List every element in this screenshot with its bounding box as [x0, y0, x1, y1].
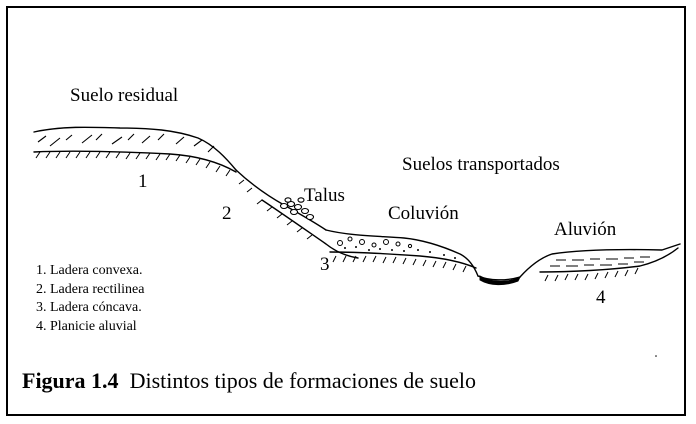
coluvion-base [329, 251, 477, 269]
zone-number-1: 1 [138, 171, 148, 192]
legend: 1. Ladera convexa. 2. Ladera rectilinea … [36, 262, 144, 336]
river-sediment [479, 275, 522, 286]
label-suelos-transportados: Suelos transportados [402, 154, 560, 175]
residual-texture [37, 133, 215, 153]
hatching-residual [35, 151, 231, 177]
legend-item: 4. Planicie aluvial [36, 318, 137, 334]
coluvion-gravel [337, 236, 413, 249]
residual-surface [33, 126, 237, 171]
legend-item: 3. Ladera cóncava. [36, 300, 142, 315]
coluvion-surface [325, 229, 479, 277]
label-talus: Talus [304, 185, 345, 206]
talus-base [261, 199, 359, 259]
zone-number-2: 2 [222, 203, 232, 224]
figure-frame [6, 6, 686, 416]
zone-number-3: 3 [320, 254, 330, 275]
label-aluvion: Aluvión [554, 219, 617, 240]
stray-dot [655, 355, 657, 357]
zone-number-4: 4 [596, 287, 606, 308]
label-coluvion: Coluvión [388, 203, 459, 224]
alluvion-base [539, 247, 679, 273]
caption-prefix: Figura 1.4 [22, 368, 119, 393]
legend-item: 1. Ladera convexa. [36, 263, 143, 278]
caption-text: Distintos tipos de formaciones de suelo [129, 368, 477, 393]
hatching-coluvion [332, 255, 467, 273]
residual-base [33, 150, 237, 173]
figure-caption: Figura 1.4 Distintos tipos de formacione… [22, 368, 476, 394]
label-suelo-residual: Suelo residual [70, 85, 179, 106]
hatching-slope [238, 179, 313, 240]
alluvion-layers [550, 256, 650, 267]
talus-blocks [279, 197, 315, 221]
legend-item: 2. Ladera rectilinea [36, 281, 145, 297]
alluvion-surface [519, 243, 681, 278]
hatching-alluvion [544, 267, 639, 282]
coluvion-dots [344, 246, 456, 259]
